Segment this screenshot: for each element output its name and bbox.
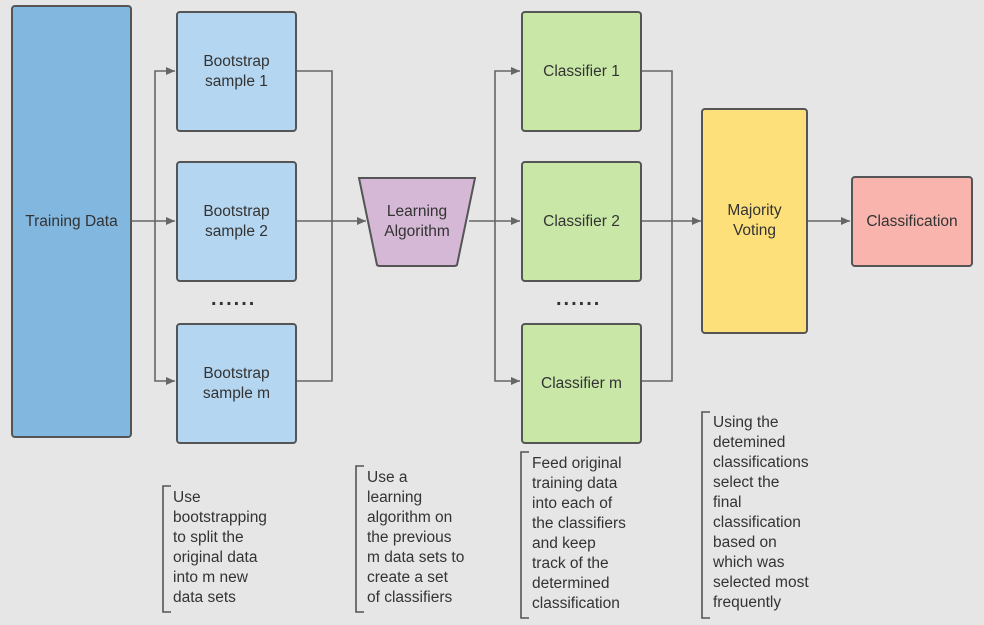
bracket-voting (701, 411, 710, 619)
connector-to-bootstrap-1 (154, 67, 175, 221)
connector-to-classifier-1 (494, 67, 520, 221)
learning-algorithm-trapezoid (357, 177, 477, 267)
connector-bootstrap-1-out (297, 70, 333, 221)
learning-algorithm-shape: Learning Algorithm (357, 176, 477, 268)
bracket-learning (355, 465, 364, 613)
connector-bootstrap-m-out (297, 221, 333, 382)
bootstrap-sample-2-box: Bootstrap sample 2 (176, 161, 297, 282)
bootstrap-ellipsis: ...... (211, 288, 257, 310)
classifier-1-label: Classifier 1 (543, 62, 620, 80)
classifier-m-box: Classifier m (521, 323, 642, 444)
classifier-2-box: Classifier 2 (521, 161, 642, 282)
note-learning: Use a learning algorithm on the previous… (367, 469, 465, 606)
note-bootstrapping: Use bootstrapping to split the original … (173, 489, 267, 606)
bootstrap-sample-m-label: Bootstrap sample m (202, 364, 271, 402)
learning-algorithm-label: Learning Algorithm (384, 203, 450, 240)
bootstrap-sample-1-box: Bootstrap sample 1 (176, 11, 297, 132)
majority-voting-box: Majority Voting (701, 108, 808, 334)
classification-label: Classification (866, 212, 958, 230)
note-voting: Using the detemined classifications sele… (713, 414, 809, 611)
connector-classifier-1-out (642, 70, 673, 221)
bootstrap-sample-2-label: Bootstrap sample 2 (203, 202, 270, 240)
classifier-1-box: Classifier 1 (521, 11, 642, 132)
connector-to-bootstrap-m (154, 221, 175, 385)
note-feeding: Feed original training data into each of… (532, 455, 626, 612)
classifier-2-label: Classifier 2 (543, 212, 620, 230)
classifier-ellipsis: ...... (556, 288, 602, 310)
classification-box: Classification (851, 176, 973, 267)
training-data-box: Training Data (11, 5, 132, 438)
bootstrap-sample-m-box: Bootstrap sample m (176, 323, 297, 444)
bracket-bootstrapping (162, 485, 171, 613)
training-data-label: Training Data (25, 212, 118, 230)
classifier-m-label: Classifier m (541, 374, 622, 392)
connector-to-classifier-m (494, 221, 520, 385)
bracket-feeding (520, 451, 529, 619)
bootstrap-sample-1-label: Bootstrap sample 1 (203, 52, 270, 90)
connector-classifier-m-out (642, 221, 673, 382)
majority-voting-label: Majority Voting (727, 202, 782, 239)
